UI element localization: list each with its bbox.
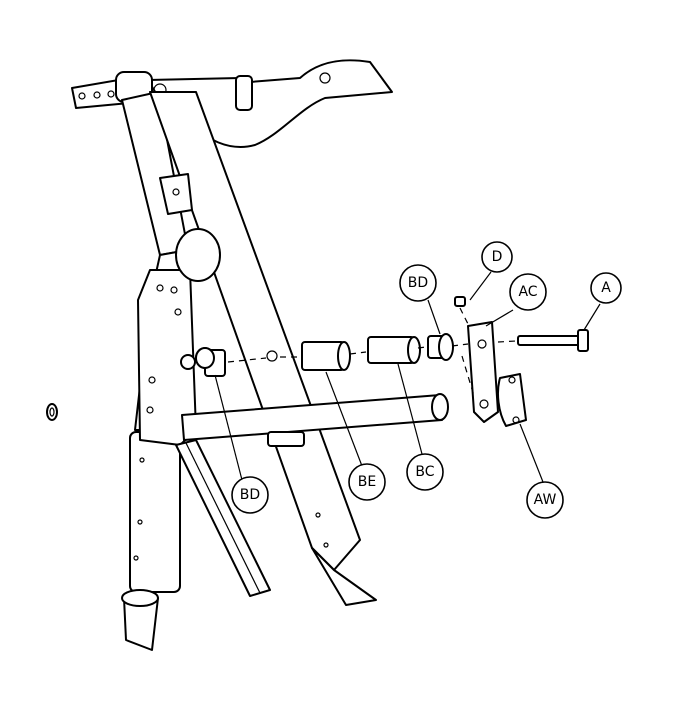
callout-bd-upper: BD	[399, 264, 437, 302]
callout-bd-upper-label: BD	[408, 275, 428, 291]
callout-d-label: D	[492, 249, 503, 265]
callout-be-label: BE	[358, 474, 376, 490]
spacer-bc	[349, 336, 421, 364]
spacer-be	[280, 341, 351, 371]
callout-aw-label: AW	[534, 492, 557, 508]
nut-d	[454, 296, 469, 325]
cross-tube	[181, 393, 449, 447]
rear-leg	[149, 91, 377, 606]
callout-ac-label: AC	[518, 284, 537, 300]
bolt-a	[497, 329, 589, 352]
callout-a: A	[590, 272, 622, 304]
bushing-upper	[417, 333, 469, 361]
clamp-aw	[497, 373, 527, 427]
leader-lines	[214, 271, 601, 483]
callout-a-label: A	[601, 280, 611, 296]
callout-ac: AC	[509, 273, 547, 311]
callout-bc: BC	[406, 453, 444, 491]
callout-d: D	[481, 241, 513, 273]
diagonal-brace	[175, 439, 271, 597]
bushing-lower	[195, 347, 267, 377]
callout-bd-lower-label: BD	[240, 487, 260, 503]
callout-bd-lower: BD	[231, 476, 269, 514]
callout-bc-label: BC	[415, 464, 434, 480]
callout-be: BE	[348, 463, 386, 501]
handle-bar	[71, 59, 393, 148]
bracket-ac	[461, 321, 499, 423]
callout-aw: AW	[526, 481, 564, 519]
loose-ring	[46, 403, 58, 421]
